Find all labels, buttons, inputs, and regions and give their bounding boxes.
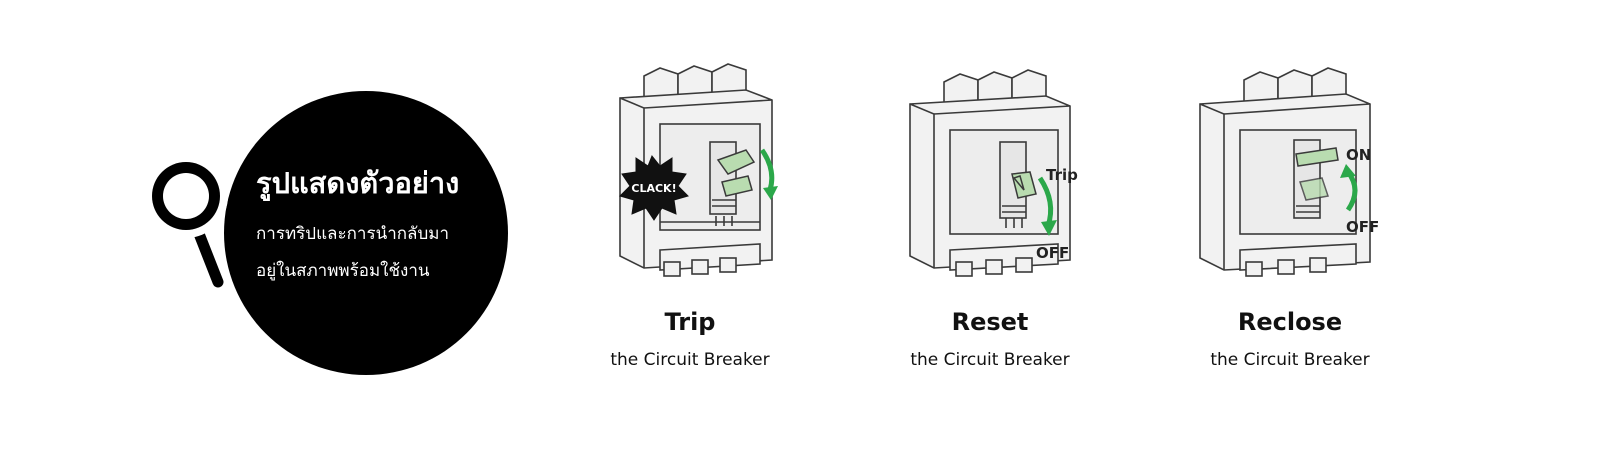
breaker-illustration — [909, 69, 1071, 277]
step-title: Reclose — [1237, 308, 1343, 336]
step-reset: Trip OFF Reset the Circuit Breaker — [860, 50, 1120, 380]
step-reclose: ON OFF Reclose the Circuit Breaker — [1160, 50, 1420, 380]
breaker-illustration — [1199, 67, 1371, 277]
step-title: Reset — [951, 308, 1029, 336]
step-trip: CLACK! Trip the Circuit Breaker — [560, 50, 820, 380]
burst-label: CLACK! — [631, 182, 676, 195]
arrow-down-icon — [759, 148, 775, 191]
badge-title: รูปแสดงตัวอย่าง — [256, 166, 460, 200]
step-title: Trip — [664, 308, 716, 336]
badge-subtitle-line2: อยู่ในสภาพพร้อมใช้งาน — [256, 261, 430, 281]
clack-burst-icon — [619, 155, 689, 221]
label-on: ON — [1346, 146, 1372, 164]
step-subtitle: the Circuit Breaker — [610, 350, 770, 370]
label-off: OFF — [1346, 218, 1380, 236]
magnifier-icon — [144, 154, 228, 292]
breaker-illustration: CLACK! — [619, 63, 778, 277]
step-subtitle: the Circuit Breaker — [1210, 350, 1370, 370]
step-subtitle: the Circuit Breaker — [910, 350, 1070, 370]
badge-subtitle-line1: การทริปและการนำกลับมา — [256, 224, 449, 244]
label-off: OFF — [1036, 244, 1070, 262]
label-trip: Trip — [1046, 166, 1078, 184]
